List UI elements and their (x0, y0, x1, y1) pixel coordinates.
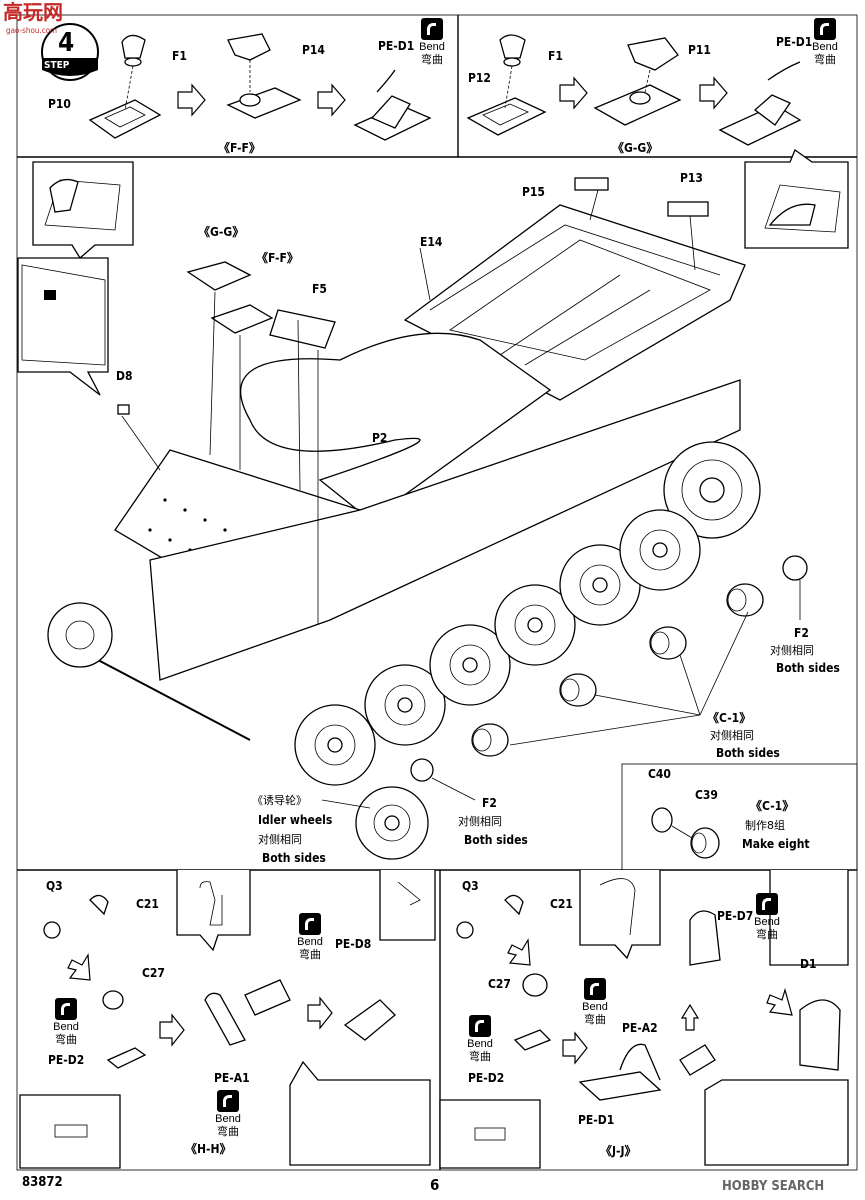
both-sides-en-a: Both sides (776, 661, 840, 675)
bend-icon (469, 1015, 491, 1037)
hull-assembly (47, 177, 808, 860)
label-p11: P11 (688, 43, 711, 57)
idler-cn: 《诱导轮》 (252, 794, 307, 807)
section-c1-a: 《C-1》 (707, 711, 752, 725)
gg-subassembly (466, 34, 802, 146)
label-pe-d2-b: PE-D2 (468, 1071, 505, 1085)
section-ff-b: 《F-F》 (256, 251, 299, 265)
label-e14: E14 (420, 235, 443, 249)
section-ff-a: 《F-F》 (218, 141, 261, 155)
label-pe-d1-a: PE-D1 (378, 39, 415, 53)
both-sides-cn-b: 对侧相同 (710, 729, 754, 742)
label-pe-a2: PE-A2 (622, 1021, 658, 1035)
inset-hull-rear (17, 257, 109, 396)
label-p10: P10 (48, 97, 71, 111)
step-badge (41, 23, 99, 81)
idler-en: Idler wheels (258, 813, 333, 827)
inset-top-right (744, 149, 849, 249)
both-sides-cn-d: 对侧相同 (458, 815, 502, 828)
label-q3-b: Q3 (462, 879, 479, 893)
step-label: STEP (44, 60, 70, 71)
label-c40: C40 (648, 767, 671, 781)
catalog-number: 83872 (22, 1175, 63, 1190)
label-pe-d2-a: PE-D2 (48, 1053, 85, 1067)
label-p12: P12 (468, 71, 491, 85)
section-jj: 《J-J》 (600, 1144, 637, 1158)
label-p14: P14 (302, 43, 325, 57)
label-pe-d8: PE-D8 (335, 937, 372, 951)
make-eight-cn: 制作8组 (745, 819, 785, 832)
label-q3-a: Q3 (46, 879, 63, 893)
bend-icon (421, 18, 443, 40)
section-gg-b: 《G-G》 (198, 225, 245, 239)
label-c27-a: C27 (142, 966, 165, 980)
inset-top-left (32, 161, 134, 259)
bend-icon (299, 913, 321, 935)
label-pe-d1-c: PE-D1 (578, 1113, 615, 1127)
both-sides-cn-a: 对侧相同 (770, 644, 814, 657)
watermark-hobbysearch: HOBBY SEARCH (722, 1179, 825, 1194)
label-f5: F5 (312, 282, 327, 296)
label-f1-a: F1 (172, 49, 187, 63)
label-p2: P2 (372, 431, 388, 445)
bend-icon (756, 893, 778, 915)
section-c1-b: 《C-1》 (750, 799, 795, 813)
c1-panel-art (621, 763, 858, 871)
label-c21-b: C21 (550, 897, 573, 911)
watermark-url: gao-shou.com (6, 26, 58, 35)
both-sides-cn-c: 对侧相同 (258, 833, 302, 846)
step-number: 4 (58, 28, 75, 58)
bend-icon (55, 998, 77, 1020)
watermark-logo: 高玩网 (3, 0, 63, 24)
label-d1: D1 (800, 957, 817, 971)
both-sides-en-c: Both sides (262, 851, 326, 865)
jj-panel-art (439, 870, 849, 1169)
label-p15: P15 (522, 185, 545, 199)
label-f1-b: F1 (548, 49, 563, 63)
label-d8: D8 (116, 369, 133, 383)
page-number: 6 (430, 1176, 440, 1194)
label-pe-d7: PE-D7 (717, 909, 754, 923)
both-sides-en-b: Both sides (716, 746, 780, 760)
label-pe-a1: PE-A1 (214, 1071, 250, 1085)
label-pe-d1-b: PE-D1 (776, 35, 813, 49)
label-c27-b: C27 (488, 977, 511, 991)
section-gg-a: 《G-G》 (612, 141, 659, 155)
label-f2-b: F2 (482, 796, 497, 810)
both-sides-en-d: Both sides (464, 833, 528, 847)
label-c39: C39 (695, 788, 718, 802)
hh-panel-art (19, 870, 436, 1169)
label-p13: P13 (680, 171, 703, 185)
label-f2-a: F2 (794, 626, 809, 640)
make-eight-en: Make eight (742, 837, 810, 851)
section-hh: 《H-H》 (185, 1142, 232, 1156)
ff-subassembly (88, 33, 432, 141)
bend-icon (814, 18, 836, 40)
label-c21-a: C21 (136, 897, 159, 911)
bend-icon (217, 1090, 239, 1112)
bend-icon (584, 978, 606, 1000)
